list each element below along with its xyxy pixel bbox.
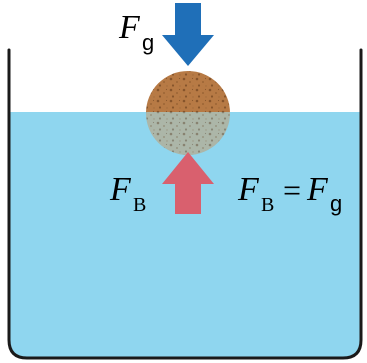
gravity-arrow [162,3,214,66]
equation-rhs-symbol: F [306,171,329,208]
gravity-force-label: F g [118,9,154,55]
equation-lhs-subscript: B [261,194,274,216]
equation-operator: = [283,172,301,208]
gravity-symbol: F [118,9,141,46]
equation-rhs-subscript: g [330,191,342,216]
buoyancy-symbol: F [109,171,132,208]
buoyancy-subscript: B [133,194,146,216]
gravity-subscript: g [142,30,154,55]
equation-lhs-symbol: F [237,171,260,208]
